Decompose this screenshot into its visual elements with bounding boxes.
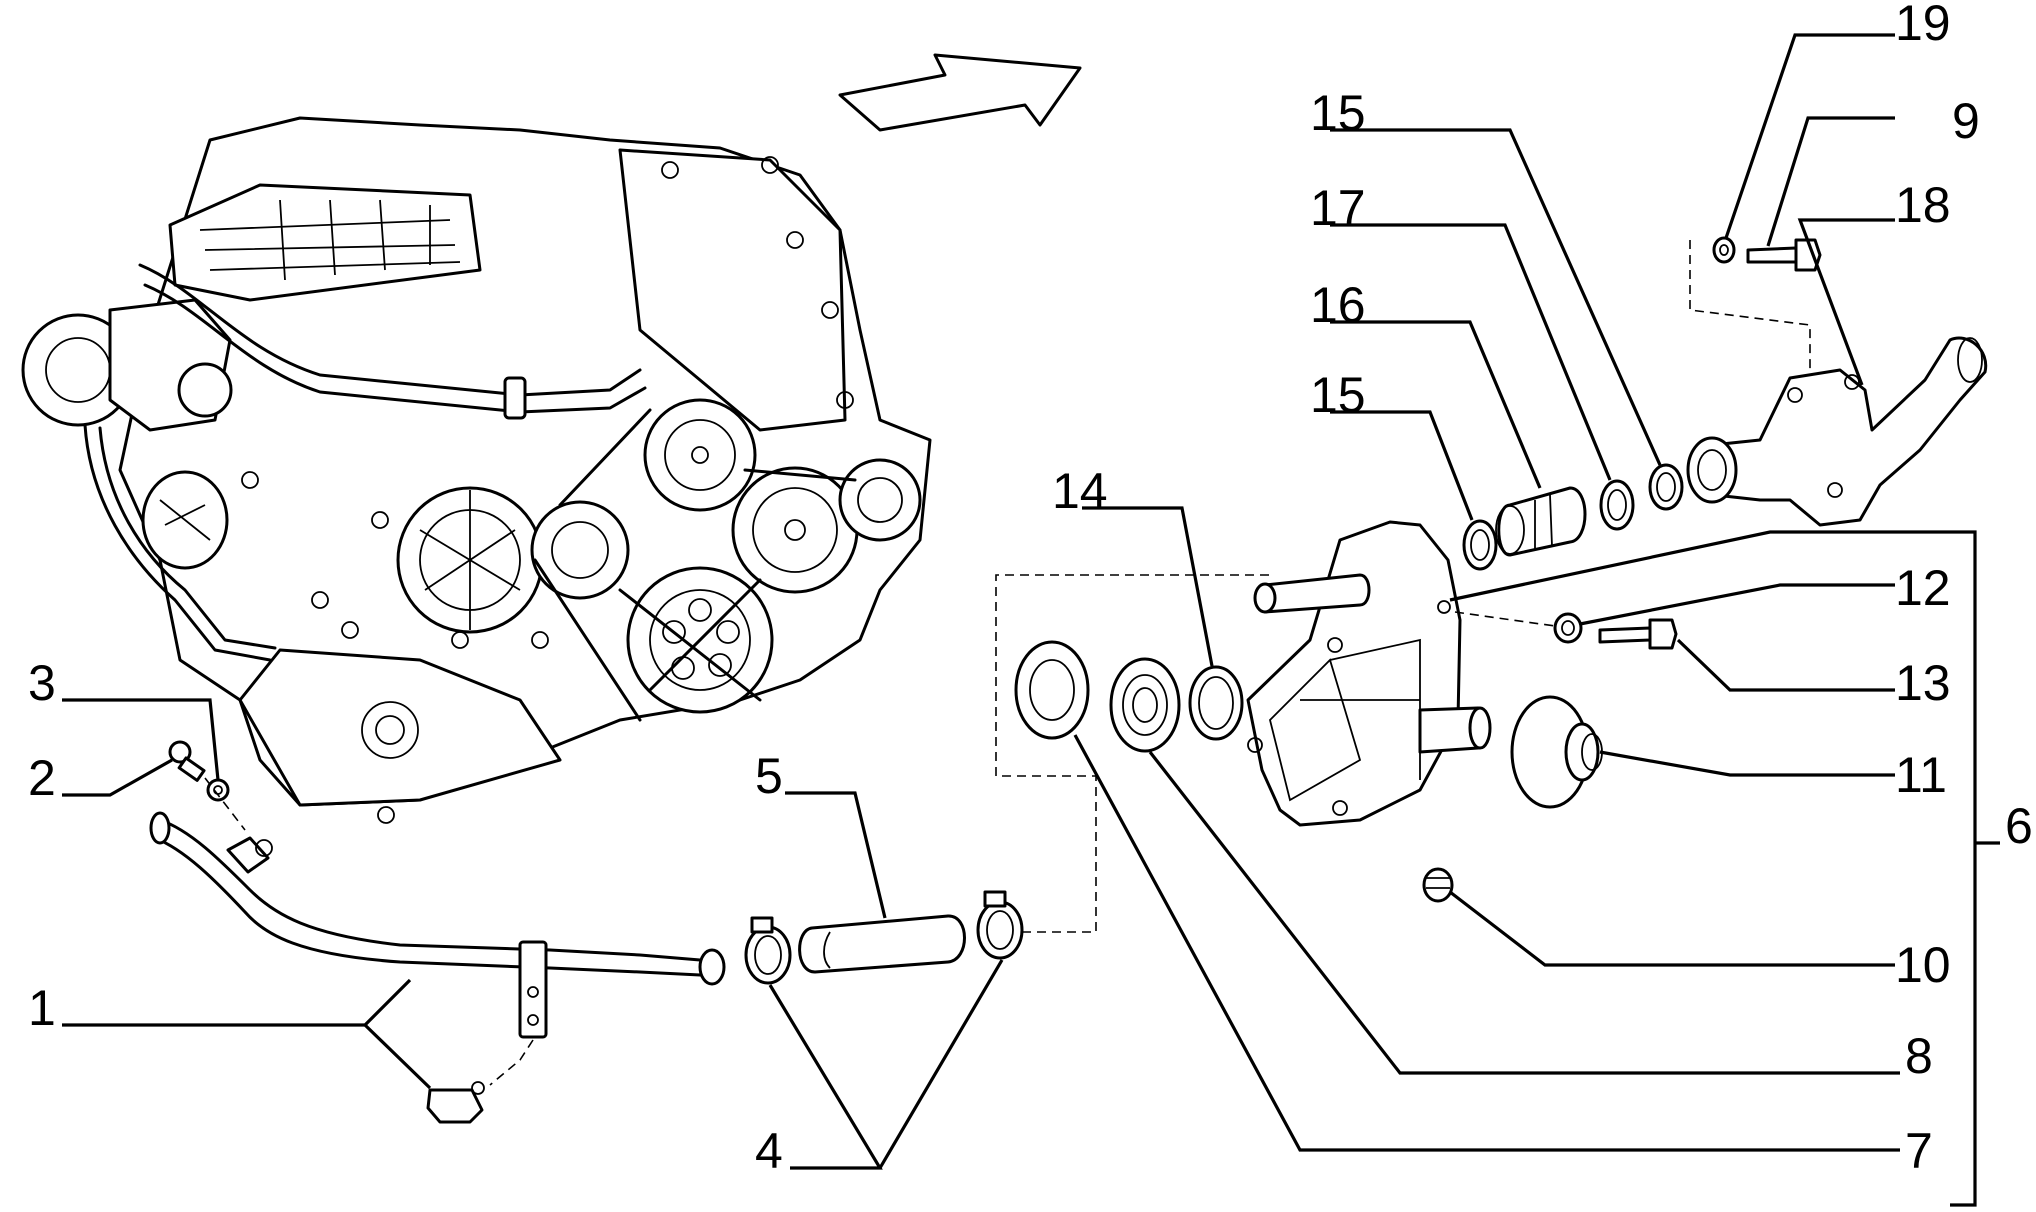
callout-1: 1 [28,980,56,1036]
part-9-bolt [1746,238,1822,272]
part-8-bearing [1109,657,1181,753]
callout-6: 6 [2005,798,2033,854]
leader-lines [62,33,2000,1207]
part-13-bolt [1598,618,1678,650]
callout-labels: 1 2 3 4 5 6 7 8 9 10 11 12 13 14 15 15 1… [28,0,2033,1179]
part-18-outlet-elbow [1686,336,1988,527]
callout-2: 2 [28,750,56,806]
part-15-o-ring-lower [1462,519,1498,571]
callout-7: 7 [1905,1123,1933,1179]
part-3-washer [206,778,230,802]
part-5-hose [798,914,966,974]
part-16-sleeve [1495,486,1587,557]
callout-3: 3 [28,655,56,711]
part-1-coolant-pipe [149,811,726,1124]
part-12-washer [1553,612,1583,644]
part-2-bolt [168,740,206,782]
part-11-impeller-hub [1510,695,1603,809]
direction-arrow [838,53,1082,132]
part-7-seal [1014,640,1090,740]
part-14-o-ring [1188,665,1244,741]
part-4-hose-clamp-left [744,916,792,985]
callout-18: 18 [1895,177,1951,233]
part-6-water-pump [1246,520,1492,827]
callout-8: 8 [1905,1028,1933,1084]
callout-15-lower: 15 [1310,367,1366,423]
callout-5: 5 [755,748,783,804]
callout-11: 11 [1895,747,1947,803]
engine-assembly [21,116,932,824]
callout-10: 10 [1895,937,1951,993]
callout-17: 17 [1310,180,1366,236]
callout-19: 19 [1895,0,1951,51]
callout-9: 9 [1952,93,1980,149]
part-15-o-ring-upper [1648,463,1684,511]
callout-13: 13 [1895,655,1951,711]
callout-12: 12 [1895,560,1951,616]
part-10-plug [1422,867,1454,903]
part-17-circlip [1599,479,1635,531]
callout-16: 16 [1310,277,1366,333]
part-19-washer [1712,236,1736,264]
part-4-hose-clamp-right [976,890,1024,960]
callout-14: 14 [1052,463,1108,519]
callout-4: 4 [755,1123,783,1179]
callout-15-upper: 15 [1310,85,1366,141]
